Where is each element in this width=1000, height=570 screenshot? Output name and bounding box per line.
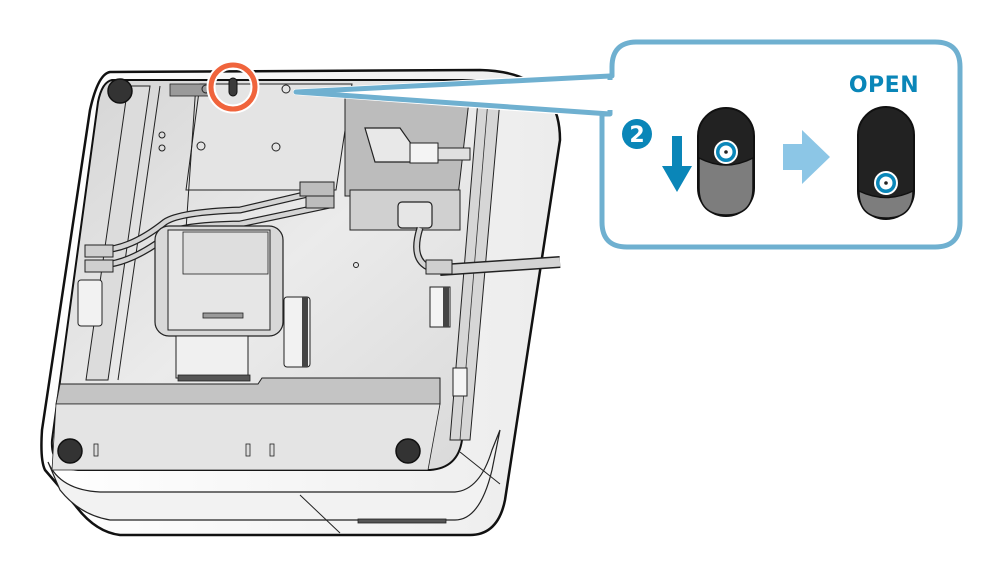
pointer-mask [598, 80, 614, 110]
cable-clip [84, 244, 114, 258]
switch-before [697, 107, 755, 217]
arrow-right-icon [783, 130, 830, 184]
plug-strain-relief [409, 142, 439, 164]
vent-slot [357, 518, 447, 524]
step-number: 2 [629, 123, 644, 148]
side-slots [77, 279, 468, 397]
rubber-feet [57, 78, 421, 464]
vent-slits [93, 443, 275, 457]
connector-bay [344, 91, 561, 276]
lower-plate [51, 403, 441, 471]
step-badge: 2 [622, 119, 652, 149]
cable-clip [425, 259, 453, 275]
usb-connector [397, 201, 433, 229]
cable-harness [84, 181, 335, 273]
cable-clip [84, 259, 114, 273]
channel-line [117, 85, 161, 381]
rubber-foot [107, 78, 133, 104]
highlight-ring [208, 62, 258, 112]
number-badge-icon [622, 119, 652, 149]
power-cord [437, 147, 471, 161]
seam-line [299, 494, 341, 534]
rubber-foot [57, 438, 83, 464]
open-label: OPEN [849, 73, 919, 98]
arrow-down-icon [662, 136, 692, 192]
device [40, 68, 562, 537]
connector [299, 181, 335, 197]
connector [305, 195, 335, 209]
callout: 2 OPEN [293, 39, 963, 250]
rubber-foot [395, 438, 421, 464]
seam-line [459, 451, 501, 485]
switch-after [857, 106, 915, 220]
device-front-lip [47, 429, 501, 521]
mount-bracket [154, 225, 284, 382]
switch-slot[interactable] [228, 77, 238, 97]
